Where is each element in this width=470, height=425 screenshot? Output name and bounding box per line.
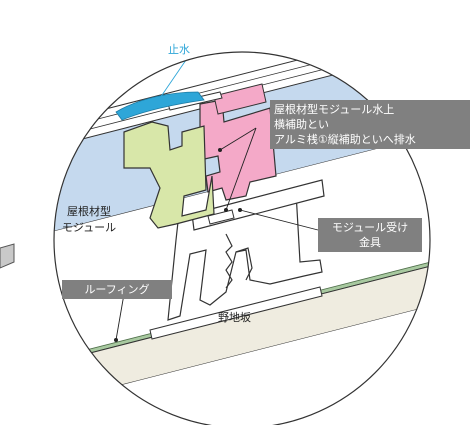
label-module-bracket-box: モジュール受け 金具	[318, 218, 422, 252]
leader-bracket-dot	[238, 208, 242, 212]
leader-roofing	[115, 293, 125, 341]
horizontal-gutter	[199, 99, 277, 201]
magnifier-ring	[53, 51, 431, 425]
leader-water-stop	[159, 59, 187, 99]
leader-gutter	[219, 127, 257, 151]
label-module-bracket-line1: モジュール受け	[331, 221, 409, 234]
leader-rail	[225, 127, 257, 211]
leader-bracket	[239, 209, 319, 231]
aluminum-rail	[123, 121, 215, 229]
gutter-upper-lip	[213, 83, 267, 115]
label-water-stop: 止水	[168, 43, 190, 56]
bracket-base-plate	[149, 286, 323, 340]
leader-roofing-dot	[114, 338, 118, 342]
label-roof-module-line1: 屋根材型	[67, 205, 111, 218]
label-gutter-rail-box: 屋根材型モジュール水上 横補助とい アルミ桟①縦補助といへ排水	[270, 100, 470, 149]
label-horizontal-gutter: 横補助とい	[274, 118, 329, 131]
bracket-serration	[225, 233, 233, 289]
label-aluminum-rail-drain: アルミ桟①縦補助といへ排水	[274, 133, 416, 146]
label-roof-module-line2: モジュール	[61, 221, 117, 234]
label-roof-module: 屋根材型 モジュール	[50, 204, 128, 236]
bracket-hook	[235, 247, 253, 281]
label-module-bracket-line2: 金具	[359, 236, 381, 249]
label-roof-module-water-head: 屋根材型モジュール水上	[274, 103, 395, 116]
leader-rail-dot	[224, 208, 228, 212]
label-roofing: ルーフィング	[62, 280, 172, 299]
label-sheathing: 野地坂	[218, 311, 251, 324]
bracket-rail-slot	[207, 209, 235, 225]
sealant-bead	[115, 91, 205, 121]
left-panel-edge	[0, 243, 15, 269]
leader-gutter-dot	[218, 148, 222, 152]
